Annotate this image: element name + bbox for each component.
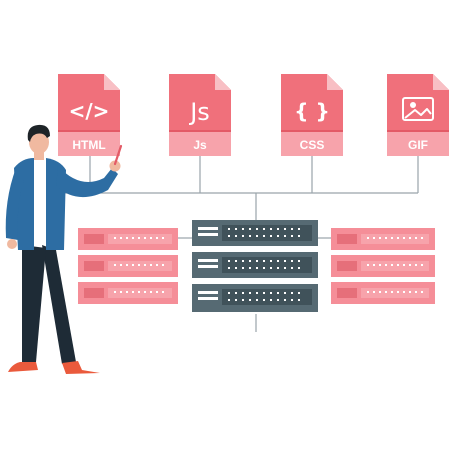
server-unit xyxy=(331,255,435,277)
file-card-css[interactable]: { } CSS xyxy=(281,74,343,156)
shoe-left xyxy=(8,362,38,372)
file-card-js[interactable]: Js Js xyxy=(169,74,231,156)
right-arm xyxy=(56,166,118,198)
file-card-html[interactable]: </> HTML xyxy=(58,74,120,156)
presenter-figure xyxy=(5,124,123,374)
server-unit xyxy=(331,282,435,304)
server-dots xyxy=(114,237,164,293)
image-icon xyxy=(402,97,434,121)
braces-icon: { } xyxy=(294,99,329,123)
server-rack-center xyxy=(192,220,318,312)
face xyxy=(29,130,49,154)
file-label-html: HTML xyxy=(72,138,105,152)
server-unit xyxy=(192,284,318,312)
pants-back-leg xyxy=(42,245,76,364)
shoe-right xyxy=(62,361,100,374)
hair xyxy=(27,124,50,142)
code-icon: </> xyxy=(69,99,110,123)
right-hand xyxy=(109,160,121,172)
file-card-gif[interactable]: GIF xyxy=(387,74,449,156)
server-unit xyxy=(192,220,318,246)
server-rack-right xyxy=(331,228,435,304)
file-label-js: Js xyxy=(193,138,207,152)
server-unit xyxy=(331,228,435,250)
server-dots xyxy=(228,228,300,301)
server-rack-left xyxy=(78,228,178,304)
file-label-gif: GIF xyxy=(408,138,428,152)
js-icon: Js xyxy=(188,98,210,126)
file-label-css: CSS xyxy=(300,138,325,152)
server-unit xyxy=(192,252,318,278)
connector-lines xyxy=(62,155,419,332)
server-dots xyxy=(367,237,423,293)
inner-shirt xyxy=(32,160,48,240)
pants-front-leg xyxy=(22,245,46,362)
left-hand xyxy=(7,239,17,249)
pointer-pen xyxy=(113,144,123,166)
left-arm xyxy=(5,168,24,240)
neck xyxy=(34,150,44,160)
